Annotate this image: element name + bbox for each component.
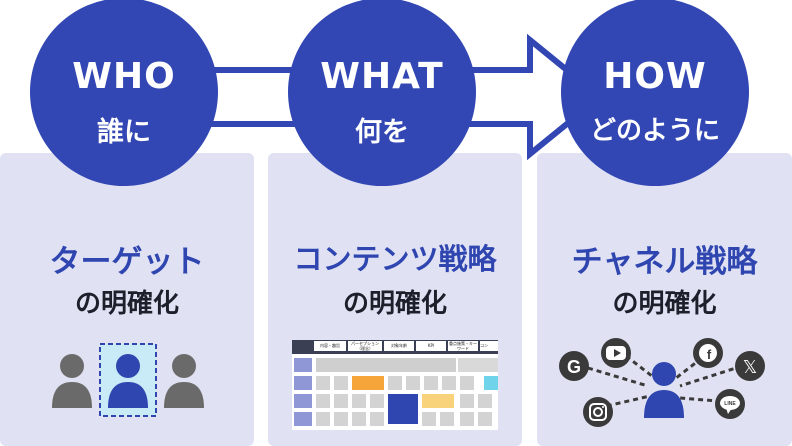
content-strategy-title: コンテンツ戦略 — [293, 242, 497, 276]
channel-strategy-subtitle: の明確化 — [612, 289, 717, 319]
table-grid — [294, 358, 498, 426]
person-icon-right — [164, 354, 204, 408]
panel-how-text: チャネル戦略 の明確化 — [537, 153, 792, 446]
circle-how: HOW どのように — [561, 0, 749, 186]
x-icon: 𝕏 — [735, 351, 765, 381]
table-header-2: パーセプション（理念） — [348, 341, 382, 351]
youtube-icon — [601, 338, 631, 368]
circle-who: WHO 誰に — [30, 0, 218, 186]
target-title: ターゲット — [49, 244, 205, 280]
table-header-5: 重点施策・キーワード — [448, 341, 478, 351]
svg-text:G: G — [567, 357, 581, 377]
svg-text:LINE: LINE — [724, 401, 736, 407]
person-icon-target — [108, 354, 148, 408]
svg-text:𝕏: 𝕏 — [743, 357, 758, 378]
table-header-4: KPI — [416, 341, 446, 351]
circle-who-sublabel: 誰に — [97, 117, 151, 148]
circle-what: WHAT 何を — [288, 0, 476, 186]
google-icon: G — [559, 351, 589, 381]
table-header-6: コン — [480, 341, 498, 351]
channel-strategy-title: チャネル戦略 — [571, 244, 758, 280]
svg-text:f: f — [707, 347, 712, 362]
table-header-3: 対象年齢 — [384, 341, 414, 351]
circle-how-label: HOW — [603, 56, 707, 97]
panel-who-text: ターゲット の明確化 — [0, 153, 254, 446]
channel-network: G f 𝕏 LINE — [559, 338, 765, 427]
facebook-icon: f — [693, 338, 723, 368]
person-icon-center — [644, 362, 684, 418]
circle-who-label: WHO — [72, 56, 176, 97]
circle-what-sublabel: 何を — [355, 117, 409, 148]
person-icon-left — [52, 354, 92, 408]
panel-what-text: コンテンツ戦略 の明確化 — [268, 153, 522, 446]
circle-what-label: WHAT — [320, 56, 444, 97]
content-strategy-subtitle: の明確化 — [342, 289, 447, 319]
instagram-icon — [583, 397, 613, 427]
target-subtitle: の明確化 — [74, 289, 179, 319]
table-header-1: 内容・趣旨 — [314, 341, 346, 351]
target-persona-icon — [52, 343, 204, 417]
circle-how-sublabel: どのように — [589, 116, 720, 146]
line-icon: LINE — [715, 389, 745, 419]
content-table: 内容・趣旨 パーセプション（理念） 対象年齢 KPI 重点施策・キーワード コン — [292, 340, 498, 430]
